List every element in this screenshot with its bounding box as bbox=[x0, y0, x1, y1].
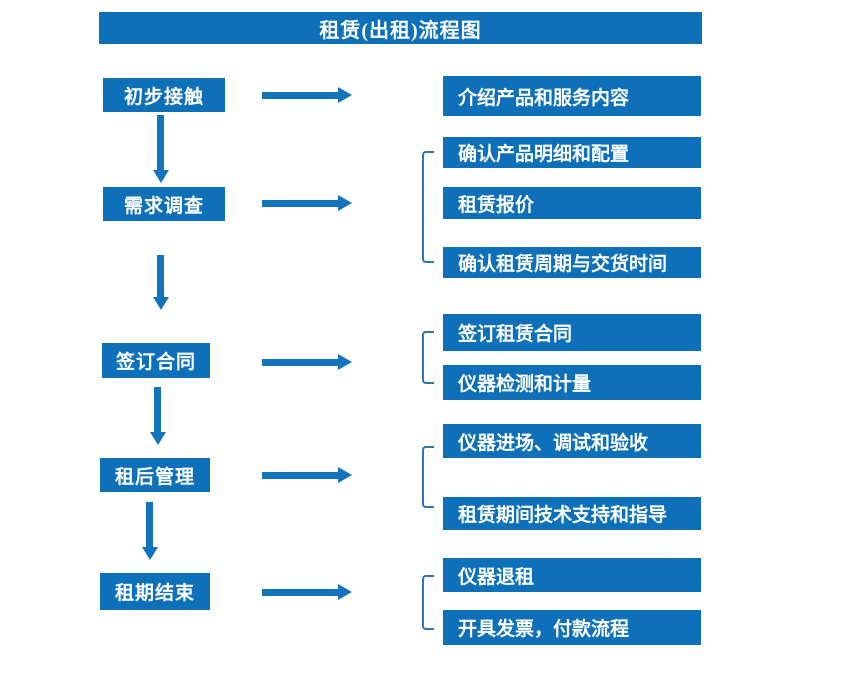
detail-box-instrument-setup-acceptance: 仪器进场、调试和验收 bbox=[443, 424, 701, 458]
step-box-demand-survey: 需求调查 bbox=[103, 187, 225, 221]
detail-box-rental-quote: 租赁报价 bbox=[443, 187, 701, 219]
arrow-head-down-icon bbox=[152, 170, 169, 183]
group-bracket-5 bbox=[422, 575, 434, 630]
arrow-shaft bbox=[262, 199, 338, 207]
step-box-rental-end: 租期结束 bbox=[100, 573, 210, 610]
detail-box-sign-rental-contract: 签订租赁合同 bbox=[443, 314, 701, 351]
flow-arrow-down-3 bbox=[149, 387, 166, 445]
step-box-sign-contract: 签订合同 bbox=[102, 343, 210, 378]
detail-box-invoice-payment: 开具发票，付款流程 bbox=[443, 610, 701, 645]
arrow-head-down-icon bbox=[149, 432, 166, 445]
page-title: 租赁(出租)流程图 bbox=[99, 12, 702, 44]
arrow-head-right-icon bbox=[338, 354, 352, 370]
arrow-shaft bbox=[154, 387, 161, 432]
detail-box-intro-products-services: 介绍产品和服务内容 bbox=[443, 76, 701, 116]
arrow-head-down-icon bbox=[152, 297, 169, 310]
group-bracket-4 bbox=[422, 446, 434, 508]
detail-box-tech-support: 租赁期间技术支持和指导 bbox=[443, 497, 701, 530]
detail-box-confirm-product-config: 确认产品明细和配置 bbox=[443, 137, 701, 168]
group-bracket-3 bbox=[422, 331, 434, 384]
flow-arrow-right-1 bbox=[262, 87, 352, 103]
flow-arrow-right-3 bbox=[262, 354, 352, 370]
group-bracket-2 bbox=[422, 151, 434, 263]
flow-arrow-down-1 bbox=[152, 115, 169, 183]
flow-arrow-right-5 bbox=[262, 584, 352, 600]
flow-arrow-right-4 bbox=[262, 467, 352, 483]
arrow-shaft bbox=[157, 255, 164, 297]
arrow-shaft bbox=[262, 471, 338, 479]
detail-box-instrument-testing: 仪器检测和计量 bbox=[443, 365, 701, 400]
detail-box-instrument-return: 仪器退租 bbox=[443, 558, 701, 592]
arrow-shaft bbox=[146, 502, 153, 547]
arrow-shaft bbox=[262, 588, 338, 596]
arrow-head-right-icon bbox=[338, 87, 352, 103]
arrow-head-down-icon bbox=[141, 547, 158, 560]
step-box-initial-contact: 初步接触 bbox=[103, 78, 225, 112]
flow-arrow-down-4 bbox=[141, 502, 158, 560]
arrow-shaft bbox=[262, 91, 338, 99]
arrow-shaft bbox=[157, 115, 164, 170]
step-box-post-rental-management: 租后管理 bbox=[100, 458, 210, 492]
arrow-head-right-icon bbox=[338, 584, 352, 600]
detail-box-confirm-period-delivery: 确认租赁周期与交货时间 bbox=[443, 247, 701, 278]
arrow-shaft bbox=[262, 358, 338, 366]
flow-arrow-right-2 bbox=[262, 195, 352, 211]
arrow-head-right-icon bbox=[338, 195, 352, 211]
arrow-head-right-icon bbox=[338, 467, 352, 483]
flow-arrow-down-2 bbox=[152, 255, 169, 310]
